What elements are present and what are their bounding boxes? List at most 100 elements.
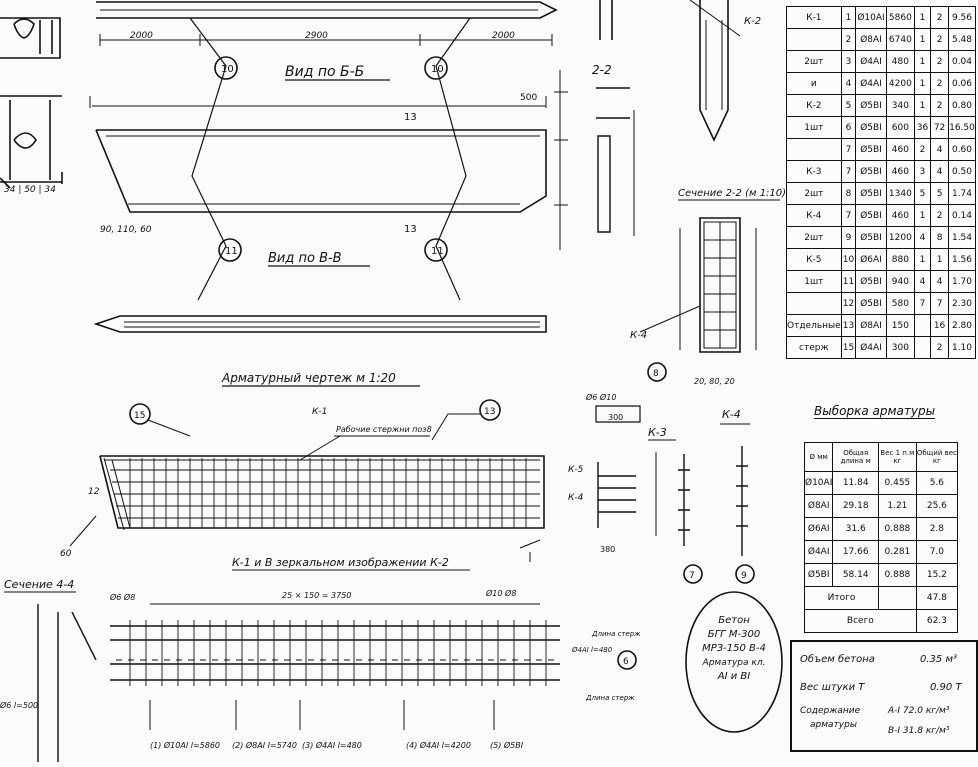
detail-top-label: Ø6 Ø10: [585, 392, 616, 402]
spec-cell: 460: [885, 204, 915, 227]
spec-cell: 2шт: [786, 50, 842, 73]
section-22-scaled-label: Сечение 2-2 (м 1:10): [678, 188, 786, 199]
callout-label: 11: [431, 246, 444, 257]
spec-cell: К-1: [786, 6, 842, 29]
spec-cell: 1: [913, 94, 932, 117]
spec-cell: 5.48: [948, 28, 976, 51]
k1-right-spec: Ø4АI l=480: [571, 646, 613, 654]
sample-cell: 0.455: [878, 471, 917, 495]
beam-view-vv: [93, 315, 547, 333]
pos-label-4: (4) Ø4АI l=4200: [406, 740, 471, 750]
reinf-cage-main: [99, 455, 545, 531]
spec-cell: 5860: [885, 6, 915, 29]
spec-cell: 7: [840, 204, 857, 227]
spec-cell: Ø8АI: [855, 28, 887, 51]
spec-cell: 2.80: [948, 314, 976, 337]
label-k4: К-4: [630, 330, 647, 341]
k1-mirror-cage: [110, 620, 560, 686]
section-44-label: Сечение 4-4: [4, 578, 74, 591]
sample-cell: Ø4АI: [803, 540, 834, 564]
spec-cell: 2: [913, 138, 932, 161]
left-dims: 34 | 50 | 34: [4, 185, 56, 195]
spec-cell: Ø8АI: [855, 314, 887, 337]
weight-label: Вес штуки Т: [800, 682, 865, 693]
spec-cell: 3: [913, 160, 932, 183]
volume-value: 0.35 м³: [920, 654, 957, 665]
cage-right-label-b: К-4: [568, 493, 584, 503]
lower-rod-label: Длина стерж: [585, 694, 635, 702]
spec-cell: Ø4АI: [855, 336, 887, 359]
volume-label: Объем бетона: [800, 654, 875, 665]
spec-cell: 600: [885, 116, 915, 139]
spec-cell: 72: [930, 116, 949, 139]
sample-cell: 29.18: [832, 494, 880, 518]
spec-cell: 2шт: [786, 182, 842, 205]
sample-header-cell: Общий вес кг: [915, 442, 959, 472]
spec-cell: 36: [913, 116, 932, 139]
pos-label-1: (1) Ø10АI l=5860: [150, 740, 220, 750]
reinf-b1: В-I 31.8 кг/м³: [888, 726, 950, 736]
callout-15: [129, 403, 151, 425]
spec-cell: 2: [930, 204, 949, 227]
callout-label: 9: [741, 571, 747, 581]
reinf-a1: А-I 72.0 кг/м³: [888, 706, 950, 716]
pos-label-3: (3) Ø4АI l=480: [302, 740, 362, 750]
dim-2900: 2900: [305, 31, 328, 41]
view-bb-title: Вид по Б-Б: [285, 64, 364, 80]
spec-cell: Ø5ВI: [855, 138, 887, 161]
callout-label: 15: [134, 411, 145, 421]
sample-cell: 0.888: [878, 563, 917, 587]
callout-label: 10: [221, 64, 234, 75]
spec-cell: 4: [930, 270, 949, 293]
spec-cell: 1200: [885, 226, 915, 249]
label-k4-detail: К-4: [722, 408, 741, 421]
dim-300: 300: [608, 413, 623, 422]
spec-cell: 1: [913, 50, 932, 73]
beam-dims-left: 90, 110, 60: [100, 225, 152, 235]
section-bottom-dims: 20, 80, 20: [694, 377, 735, 386]
spec-cell: 580: [885, 292, 915, 315]
spec-cell: 880: [885, 248, 915, 271]
spec-cell: 2: [930, 50, 949, 73]
spec-cell: 2: [840, 28, 857, 51]
spec-cell: Ø5ВI: [855, 182, 887, 205]
grand-value: 62.3: [915, 609, 959, 633]
sample-cell: 58.14: [832, 563, 880, 587]
sample-cell: 31.6: [832, 517, 880, 541]
spec-cell: 2: [930, 336, 949, 359]
spec-cell: [786, 28, 842, 51]
spec-cell: 1.54: [948, 226, 976, 249]
spec-cell: Ø5ВI: [855, 270, 887, 293]
spec-cell: 4: [913, 270, 932, 293]
spec-cell: 4: [840, 72, 857, 95]
spec-cell: 1шт: [786, 116, 842, 139]
spec-cell: 7: [840, 160, 857, 183]
spec-cell: 2: [930, 72, 949, 95]
summary-box: Объем бетона 0.35 м³ Вес штуки Т 0.90 Т …: [790, 640, 978, 752]
spec-cell: Ø5ВI: [855, 94, 887, 117]
spec-cell: 7: [840, 138, 857, 161]
spec-cell: 3: [840, 50, 857, 73]
spec-cell: 7: [913, 292, 932, 315]
spec-cell: 0.06: [948, 72, 976, 95]
spec-cell: 5: [913, 182, 932, 205]
dim-2000a: 2000: [130, 31, 153, 41]
spec-cell: 1340: [885, 182, 915, 205]
spec-cell: 2: [930, 94, 949, 117]
sample-cell: 25.6: [915, 494, 959, 518]
sample-table-title: Выборка арматуры: [814, 404, 936, 419]
concrete-line5: АI и ВI: [717, 671, 751, 682]
sample-cell: Ø5ВI: [803, 563, 834, 587]
spec-cell: 9: [840, 226, 857, 249]
spec-cell: 7: [930, 292, 949, 315]
